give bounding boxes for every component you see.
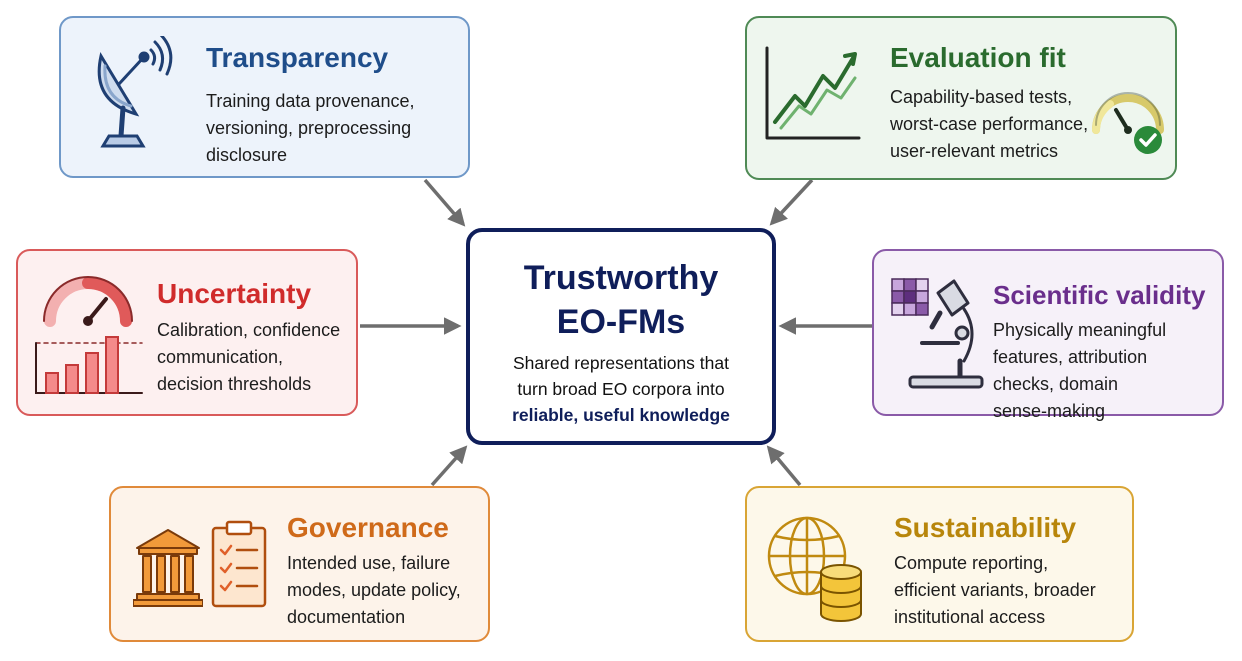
evaluation-fit-card: Evaluation fit Capability-based tests, w… xyxy=(745,16,1177,180)
checklist-icon xyxy=(211,520,267,608)
scientific-validity-title: Scientific validity xyxy=(993,280,1206,310)
uncertainty-line-3: decision thresholds xyxy=(157,374,312,394)
trustworthy-eo-fms-center-card: Trustworthy EO-FMs Shared representation… xyxy=(466,228,776,445)
scientific-line-4: sense-making xyxy=(993,401,1106,421)
governance-line-2: modes, update policy, xyxy=(287,580,461,600)
sustainability-card: Sustainability Compute reporting, effici… xyxy=(745,486,1134,642)
center-desc-line-1: Shared representations that xyxy=(513,353,729,373)
center-emphasis: reliable, useful knowledge xyxy=(512,405,730,425)
center-title: Trustworthy EO-FMs xyxy=(470,256,772,344)
globe-database-icon xyxy=(767,516,862,622)
institution-icon xyxy=(133,529,203,607)
transparency-description: Training data provenance, versioning, pr… xyxy=(206,88,414,169)
scientific-line-3: checks, domain xyxy=(993,374,1119,394)
governance-description: Intended use, failure modes, update poli… xyxy=(287,550,461,631)
governance-title: Governance xyxy=(287,512,449,543)
evaluation-line-2: worst-case performance, xyxy=(890,114,1089,134)
uncertainty-line-2: communication, xyxy=(157,347,284,367)
transparency-line-1: Training data provenance, xyxy=(206,91,415,111)
transparency-card: Transparency Training data provenance, v… xyxy=(59,16,470,178)
scientific-line-2: features, attribution xyxy=(993,347,1148,367)
gauge-check-icon xyxy=(1092,92,1164,154)
sustainability-title: Sustainability xyxy=(894,512,1077,543)
satellite-dish-icon xyxy=(97,36,173,148)
microscope-grid-icon xyxy=(891,278,984,389)
gauge-bar-chart-icon xyxy=(35,276,143,394)
sustainability-description: Compute reporting, efficient variants, b… xyxy=(894,550,1096,631)
governance-line-1: Intended use, failure xyxy=(287,553,451,573)
governance-line-3: documentation xyxy=(287,607,406,627)
center-title-line-1: Trustworthy xyxy=(523,259,719,297)
line-chart-icon xyxy=(765,46,861,140)
arrow-evaluation xyxy=(769,178,814,226)
arrow-governance xyxy=(430,445,468,487)
governance-card: Governance Intended use, failure modes, … xyxy=(109,486,490,642)
transparency-line-3: disclosure xyxy=(206,145,288,165)
arrow-transparency xyxy=(423,178,466,227)
evaluation-line-1: Capability-based tests, xyxy=(890,87,1073,107)
scientific-validity-card: Scientific validity Physically meaningfu… xyxy=(872,249,1224,421)
evaluation-fit-description: Capability-based tests, worst-case perfo… xyxy=(890,84,1088,165)
center-description: Shared representations that turn broad E… xyxy=(470,350,772,428)
evaluation-line-3: user-relevant metrics xyxy=(890,141,1059,161)
uncertainty-card: Uncertainty Calibration, confidence comm… xyxy=(16,249,358,416)
sustainability-line-1: Compute reporting, xyxy=(894,553,1049,573)
center-desc-line-2: turn broad EO corpora into xyxy=(517,379,725,399)
transparency-line-2: versioning, preprocessing xyxy=(206,118,412,138)
scientific-line-1: Physically meaningful xyxy=(993,320,1167,340)
evaluation-fit-title: Evaluation fit xyxy=(890,42,1066,73)
center-title-line-2: EO-FMs xyxy=(556,303,686,341)
scientific-validity-description: Physically meaningful features, attribut… xyxy=(993,317,1166,425)
arrow-sustainability xyxy=(766,445,802,487)
uncertainty-title: Uncertainty xyxy=(157,278,312,309)
sustainability-line-3: institutional access xyxy=(894,607,1046,627)
uncertainty-line-1: Calibration, confidence xyxy=(157,320,341,340)
transparency-title: Transparency xyxy=(206,42,389,73)
uncertainty-description: Calibration, confidence communication, d… xyxy=(157,317,340,398)
sustainability-line-2: efficient variants, broader xyxy=(894,580,1096,600)
